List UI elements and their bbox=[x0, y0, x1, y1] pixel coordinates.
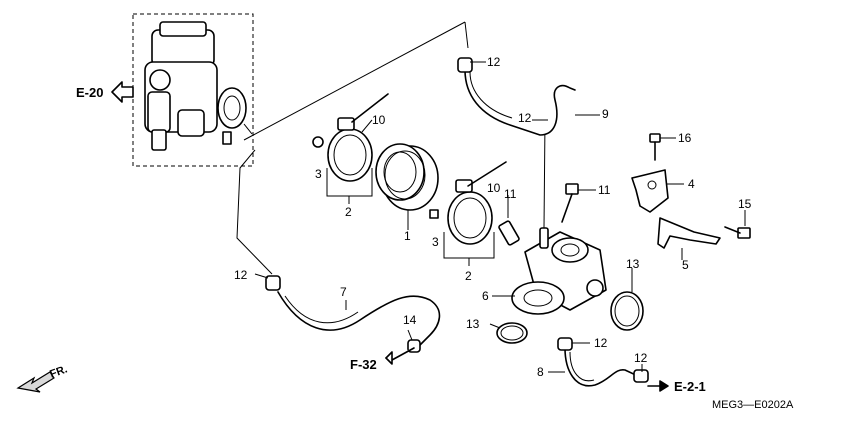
callout-leaders bbox=[254, 61, 746, 373]
callout-12-bottom: 12 bbox=[634, 351, 648, 365]
callout-5: 5 bbox=[682, 258, 689, 272]
diagram-code: MEG3—E0202A bbox=[712, 399, 794, 411]
bracket-4 bbox=[631, 169, 669, 213]
callout-11-left: 11 bbox=[504, 187, 517, 201]
bolt-11-left bbox=[498, 220, 520, 246]
callout-3-left: 3 bbox=[315, 167, 322, 181]
callout-4: 4 bbox=[688, 177, 695, 191]
intake-manifold bbox=[511, 119, 607, 315]
callout-6: 6 bbox=[482, 289, 489, 303]
front-direction-arrow bbox=[16, 371, 55, 393]
callout-3-right: 3 bbox=[432, 235, 439, 249]
callout-16: 16 bbox=[678, 131, 692, 145]
reference-arrow-e21 bbox=[647, 380, 669, 392]
carburetor-insulator bbox=[375, 143, 439, 211]
o-ring-large bbox=[610, 291, 644, 331]
bolt-16 bbox=[649, 133, 661, 161]
reference-arrow-f32 bbox=[385, 347, 415, 365]
bolt-11-right bbox=[561, 183, 579, 223]
reference-f32-label: F-32 bbox=[350, 357, 377, 372]
callout-12-top: 12 bbox=[487, 55, 501, 69]
hose-7 bbox=[265, 275, 441, 353]
callout-12-left: 12 bbox=[234, 268, 248, 282]
callout-11-right: 11 bbox=[598, 183, 611, 197]
callout-14: 14 bbox=[403, 313, 417, 327]
reference-e21-label: E-2-1 bbox=[674, 379, 706, 394]
callout-13-right: 13 bbox=[626, 257, 640, 271]
callout-12-mid: 12 bbox=[518, 111, 532, 125]
callout-7: 7 bbox=[340, 285, 347, 299]
callout-10-right: 10 bbox=[487, 181, 501, 195]
hose-clamp-left bbox=[312, 93, 389, 182]
callout-2-left: 2 bbox=[345, 205, 352, 219]
reference-e20-label: E-20 bbox=[76, 85, 104, 100]
bracket-5 bbox=[657, 217, 721, 249]
callout-10-left: 10 bbox=[372, 113, 386, 127]
carburetor-assembly bbox=[132, 13, 254, 167]
reference-arrow-e20 bbox=[111, 81, 134, 103]
callout-13-left: 13 bbox=[466, 317, 480, 331]
hose-8 bbox=[557, 337, 649, 387]
callout-1: 1 bbox=[404, 229, 411, 243]
hose-clamp-right bbox=[429, 161, 507, 245]
callout-2-right: 2 bbox=[465, 269, 472, 283]
o-ring-small bbox=[496, 322, 528, 344]
bolt-15 bbox=[724, 226, 751, 239]
assembly-lines bbox=[236, 21, 469, 275]
callout-9: 9 bbox=[602, 107, 609, 121]
hose-9 bbox=[457, 57, 576, 136]
callout-12-lower: 12 bbox=[594, 336, 608, 350]
callout-15: 15 bbox=[738, 197, 752, 211]
callout-8: 8 bbox=[537, 365, 544, 379]
